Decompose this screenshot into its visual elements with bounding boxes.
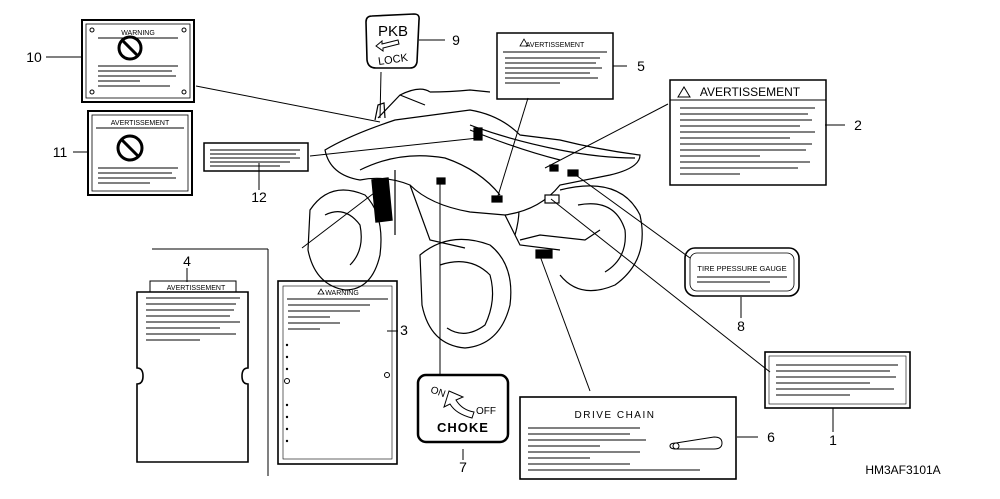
label-4-avertissement: AVERTISSEMENT — [136, 280, 249, 463]
drive-chain-text: DRIVE CHAIN — [575, 410, 656, 421]
wrench-icon — [669, 436, 723, 450]
label-10-heading: WARNING — [121, 30, 155, 37]
callout-4: 4 — [183, 253, 191, 269]
callout-11: 11 — [53, 144, 68, 160]
label-11-heading: AVERTISSEMENT — [111, 120, 170, 127]
callout-numbers: 1 2 3 4 5 6 7 8 9 10 11 12 — [26, 32, 862, 475]
diagram-code: HM3AF3101A — [865, 463, 940, 477]
callout-9: 9 — [452, 32, 460, 48]
choke-text: CHOKE — [437, 420, 489, 435]
pkb-text: PKB — [378, 23, 408, 40]
label-6-drive-chain: DRIVE CHAIN — [519, 396, 737, 480]
choke-arrow-icon — [443, 390, 475, 419]
callout-5: 5 — [637, 58, 645, 74]
label-2-avertissement: AVERTISSEMENT — [669, 79, 827, 186]
label-3-warning: WARNING — [277, 280, 398, 465]
label-5-avertissement: AVERTISSEMENT — [496, 32, 614, 100]
label-9-pkb-lock: PKB LOCK — [365, 13, 420, 69]
label-10-warning: WARNING — [81, 19, 195, 103]
label-11-avertissement: AVERTISSEMENT — [87, 110, 193, 196]
callout-10: 10 — [26, 49, 42, 65]
label-8-tire-gauge: TIRE PPESSURE GAUGE — [684, 247, 800, 297]
label-7-choke: ON OFF CHOKE — [416, 373, 510, 444]
prohibit-icon — [116, 134, 144, 162]
callout-6: 6 — [767, 429, 775, 445]
callout-3: 3 — [400, 322, 408, 338]
callout-2: 2 — [854, 117, 862, 133]
label-5-heading: AVERTISSEMENT — [526, 42, 585, 49]
front-decal-stripes — [371, 177, 393, 223]
lock-text: LOCK — [377, 52, 409, 68]
choke-on-text: ON — [429, 385, 447, 400]
label-2-heading: AVERTISSEMENT — [700, 85, 801, 99]
label-3-heading: WARNING — [325, 290, 359, 297]
callout-1: 1 — [829, 432, 837, 448]
tire-gauge-text: TIRE PPESSURE GAUGE — [697, 264, 786, 273]
leader-lines — [46, 39, 845, 476]
label-12 — [203, 142, 309, 172]
label-1 — [764, 351, 911, 409]
callout-12: 12 — [251, 189, 267, 205]
callout-8: 8 — [737, 318, 745, 334]
prohibit-icon — [117, 35, 143, 61]
choke-off-text: OFF — [476, 406, 496, 417]
label-4-heading: AVERTISSEMENT — [167, 285, 226, 292]
callout-7: 7 — [459, 459, 467, 475]
atv-illustration — [307, 88, 643, 349]
